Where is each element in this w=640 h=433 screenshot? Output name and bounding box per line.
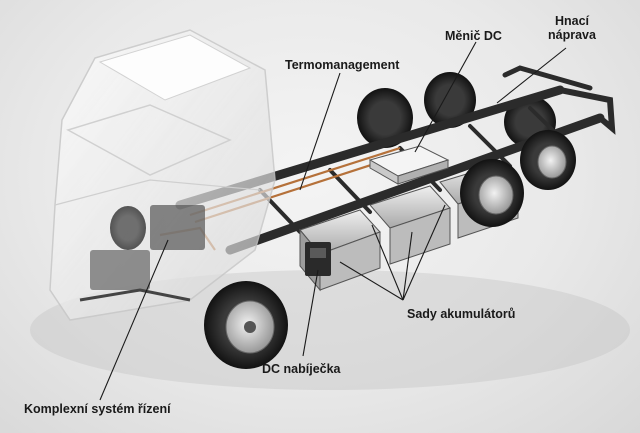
dc-converter (368, 145, 450, 185)
label-menic-dc: Měnič DC (445, 29, 502, 43)
front-wheel-near (204, 281, 288, 369)
rear-wheels-far (357, 72, 556, 148)
dc-charger (305, 242, 331, 276)
leader-lines (99, 41, 567, 401)
label-hnaci-naprava-line2: náprava (548, 28, 596, 42)
truck-cab-ghost (49, 29, 276, 321)
label-hnaci-naprava: Hnací náprava (548, 14, 596, 42)
control-system (79, 205, 205, 302)
label-termomanagement: Termomanagement (285, 58, 400, 72)
rear-wheels-near (460, 130, 576, 227)
label-sady-akumulatoru: Sady akumulátorů (407, 307, 516, 321)
label-dc-nabijecka: DC nabíječka (262, 362, 341, 376)
label-hnaci-naprava-line1: Hnací (554, 14, 589, 28)
label-komplexni-system-rizeni: Komplexní systém řízení (24, 402, 171, 416)
front-wheel-far (110, 206, 146, 250)
